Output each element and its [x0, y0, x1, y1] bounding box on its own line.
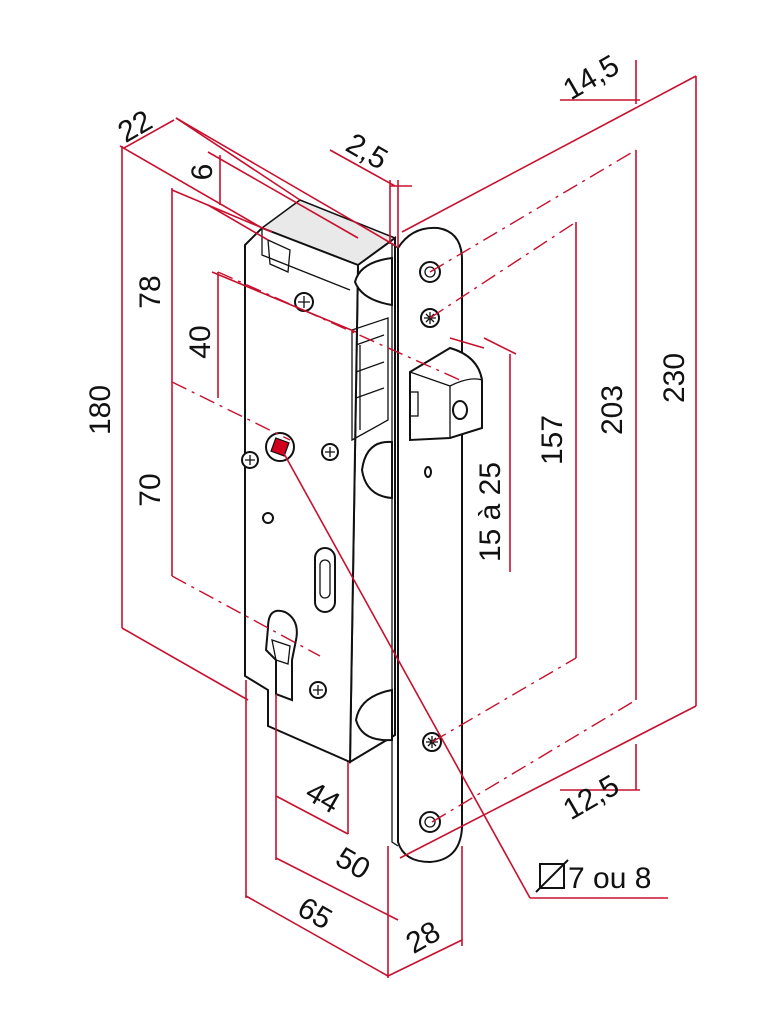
faceplate	[391, 226, 483, 864]
dim-44: 44	[300, 775, 345, 820]
dim-157: 157	[536, 415, 569, 465]
screw-bottom	[309, 681, 327, 699]
cylinder-inner	[271, 639, 291, 665]
screw-top	[294, 292, 314, 312]
latch-bolt-slot	[409, 391, 419, 417]
dim-12-5: 12,5	[558, 769, 625, 827]
dim-78: 78	[134, 275, 167, 308]
screw-mid-left	[241, 451, 259, 469]
case-notch	[267, 238, 291, 273]
faceplate-small-hole	[424, 466, 432, 478]
spindle-follower	[265, 432, 295, 462]
dim-203: 203	[596, 385, 629, 435]
lock-body	[241, 199, 397, 764]
screw-mid-right	[321, 443, 339, 461]
dim-70: 70	[134, 473, 167, 506]
dim-square-spindle: 7 ou 8	[568, 862, 651, 895]
small-hole	[262, 512, 274, 524]
dim-65: 65	[292, 891, 337, 936]
latch-bolt-face	[409, 371, 483, 438]
dim-2-5: 2,5	[340, 127, 393, 176]
slot	[314, 547, 336, 613]
dimension-lines	[119, 60, 697, 978]
dim-15-a-25: 15 à 25	[474, 462, 507, 562]
dim-230: 230	[658, 353, 691, 403]
faceplate-screw-4	[419, 811, 441, 833]
cylinder-cutout	[264, 609, 298, 702]
dim-6: 6	[186, 164, 219, 181]
square-spindle-label: 7 ou 8	[535, 859, 651, 895]
latch-bolt-hole	[452, 400, 468, 420]
diameter-icon	[535, 859, 569, 893]
latch-window	[351, 317, 389, 442]
dim-40: 40	[184, 325, 217, 358]
dim-50: 50	[330, 841, 375, 886]
dim-180: 180	[84, 385, 117, 435]
dim-28: 28	[401, 915, 446, 960]
dim-22: 22	[113, 104, 158, 149]
dim-14-5: 14,5	[558, 49, 625, 107]
